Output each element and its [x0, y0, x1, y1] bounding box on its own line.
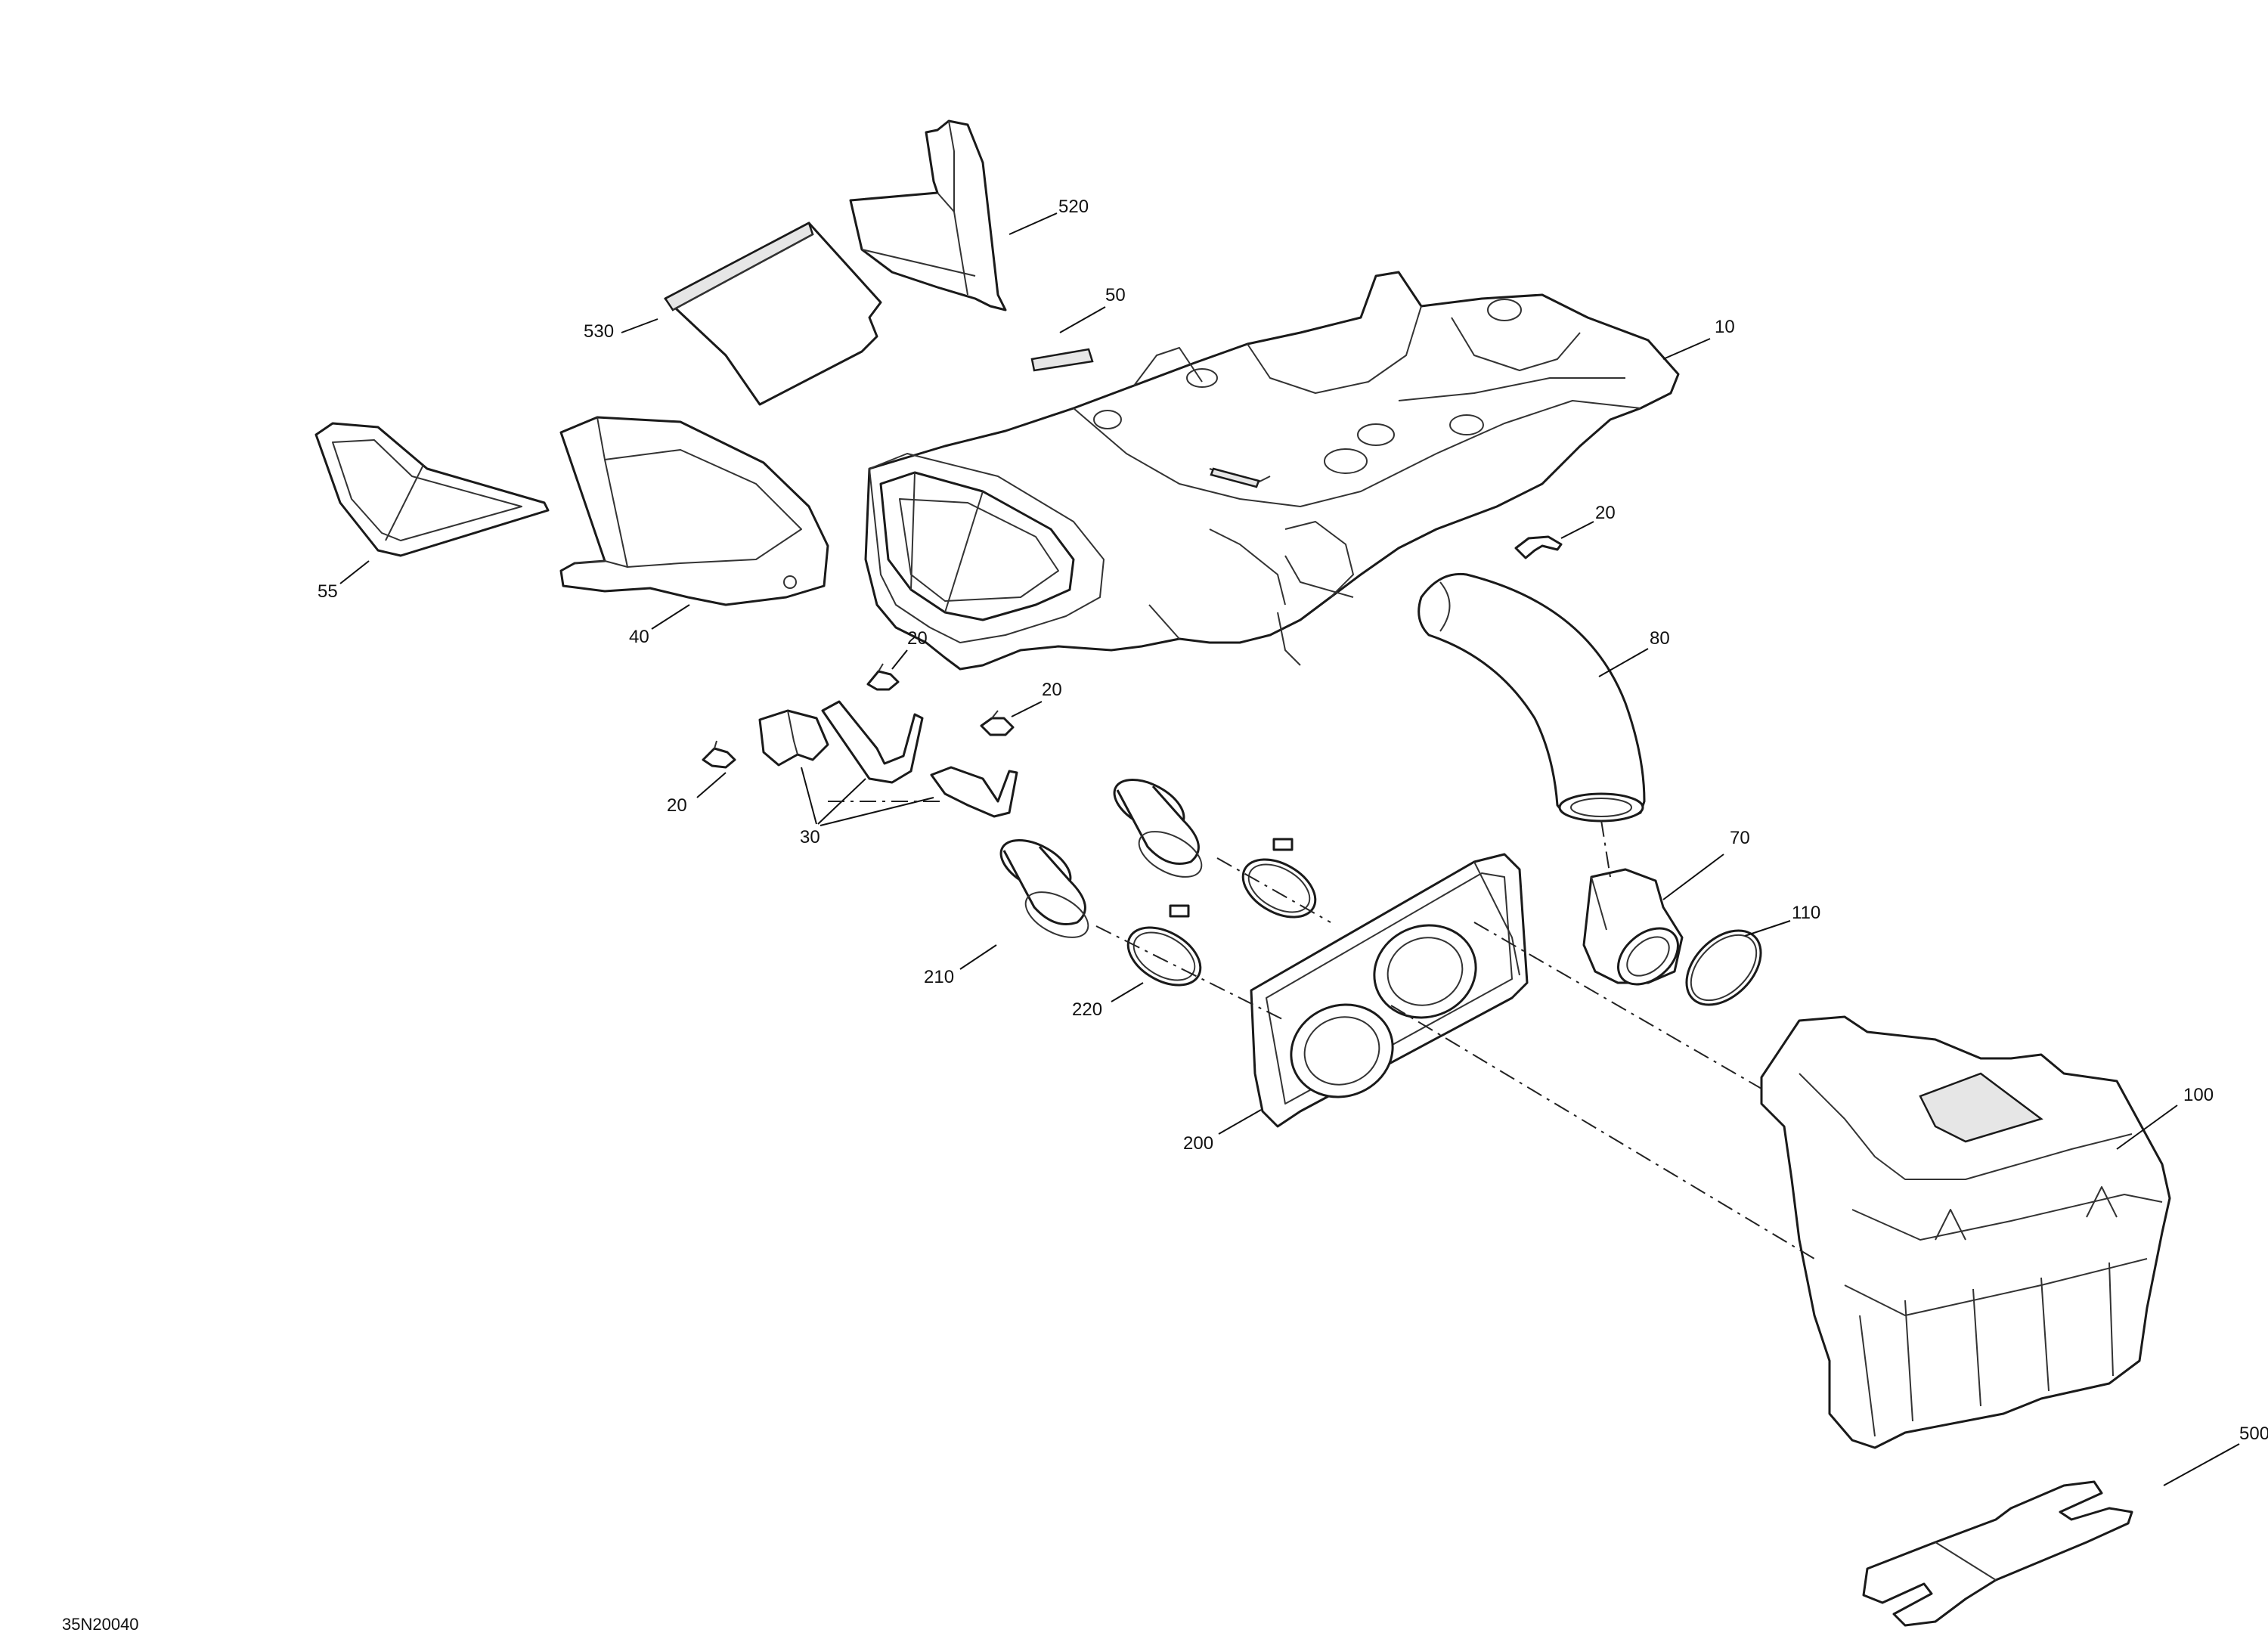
leader-20-middle [1011, 701, 1043, 717]
leader-110 [1744, 920, 1791, 937]
leader-530 [621, 318, 658, 333]
part-50-label [1030, 348, 1094, 372]
part-110-o-ring [1685, 929, 1762, 1006]
callout-20-middle: 20 [1042, 680, 1062, 700]
callout-100: 100 [2183, 1085, 2214, 1105]
leader-500 [2163, 1443, 2240, 1486]
leader-30-a [801, 767, 817, 825]
callout-50: 50 [1105, 285, 1126, 305]
callout-500: 500 [2239, 1424, 2268, 1444]
part-20-clip-middle [980, 710, 1015, 736]
leader-20-right [1560, 521, 1594, 539]
part-30-seals [758, 700, 1018, 818]
callout-40: 40 [629, 627, 649, 647]
part-40-intake-duct [559, 416, 829, 606]
part-20-clip-lower [702, 740, 736, 769]
part-200-filter-plate [1250, 853, 1529, 1128]
part-20-clip-upper [866, 663, 900, 691]
part-100-filter-housing [1760, 1015, 2171, 1449]
callout-20-lower: 20 [667, 795, 687, 816]
callout-80: 80 [1650, 628, 1670, 649]
leader-55 [339, 560, 370, 584]
callout-530: 530 [584, 321, 614, 342]
assembly-lines [828, 801, 1815, 1259]
callout-20-right: 20 [1595, 503, 1616, 523]
callout-200: 200 [1183, 1133, 1213, 1154]
leader-80 [1598, 648, 1649, 677]
leader-200 [1218, 1109, 1262, 1135]
figure-id: 35N20040 [62, 1615, 139, 1634]
part-70-connector [1582, 868, 1684, 986]
leader-20-lower [696, 772, 727, 798]
leader-30-c [820, 797, 934, 826]
part-20-clip-right [1514, 535, 1563, 559]
callout-220: 220 [1072, 999, 1102, 1020]
part-210-adapter-lower [999, 839, 1089, 938]
part-80-hose [1418, 572, 1646, 823]
part-210-adapter-upper [1113, 779, 1203, 878]
callout-10: 10 [1715, 317, 1735, 337]
leader-210 [959, 944, 997, 970]
part-530-foam-sheet [664, 222, 882, 406]
callout-210: 210 [924, 967, 954, 987]
callout-55: 55 [318, 581, 338, 602]
part-520-panel [849, 119, 1007, 311]
part-10-airbox-body [864, 271, 1680, 671]
callout-70: 70 [1730, 828, 1750, 848]
leader-50 [1059, 306, 1106, 333]
leader-10 [1662, 338, 1711, 360]
callout-30: 30 [800, 827, 820, 847]
leader-100 [2116, 1105, 2178, 1150]
callout-520: 520 [1058, 197, 1089, 217]
callout-20-upper: 20 [907, 628, 928, 649]
part-500-foam-pad [1862, 1480, 2133, 1627]
part-55-gasket-frame [314, 422, 550, 557]
leader-220 [1111, 982, 1144, 1002]
part-220-clamp-lower [1126, 904, 1202, 987]
leader-20-upper [891, 649, 908, 670]
part-220-clamp-upper [1241, 838, 1317, 919]
leader-520 [1009, 212, 1058, 235]
leader-70 [1662, 854, 1724, 900]
callout-110: 110 [1792, 903, 1820, 923]
leader-40 [651, 604, 690, 630]
